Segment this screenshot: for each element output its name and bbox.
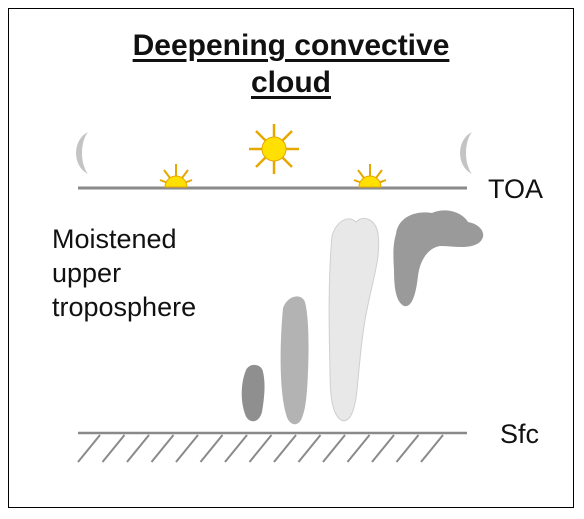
annotation-line-3: troposphere (52, 292, 196, 322)
hatch-mark (297, 434, 322, 463)
diagram-frame: Deepening convective cloud (8, 8, 574, 508)
title-line-2: cloud (251, 66, 331, 99)
hatch-mark (77, 434, 101, 463)
sfc-label: Sfc (500, 419, 539, 449)
annotation-line-1: Moistened (52, 224, 177, 254)
surface-hatching (77, 434, 444, 463)
toa-label: TOA (488, 174, 543, 204)
hatch-mark (322, 434, 346, 463)
moon-icon-right (460, 132, 472, 174)
cloud-anvil-outflow (393, 210, 484, 307)
hatch-mark (248, 434, 273, 463)
hatch-mark (224, 434, 248, 463)
hatch-mark (273, 434, 297, 463)
hatch-mark (150, 434, 175, 463)
cloud-deep (328, 218, 380, 422)
cloud-congestus (280, 296, 309, 425)
hatch-mark (395, 434, 420, 463)
hatch-mark (199, 434, 224, 463)
hatch-mark (126, 434, 150, 463)
hatch-mark (101, 434, 126, 463)
hatch-mark (346, 434, 371, 463)
hatch-mark (371, 434, 395, 463)
moon-icon-left (76, 132, 88, 174)
half-sun-icon-right (353, 164, 387, 188)
title-line-1: Deepening convective (132, 29, 450, 62)
sun-icon (249, 124, 299, 174)
hatch-mark (420, 434, 444, 463)
diagram-title: Deepening convective cloud (9, 27, 573, 101)
annotation-line-2: upper (52, 258, 121, 288)
cloud-shallow (241, 364, 265, 422)
hatch-mark (175, 434, 199, 463)
half-sun-icon-left (159, 164, 193, 188)
